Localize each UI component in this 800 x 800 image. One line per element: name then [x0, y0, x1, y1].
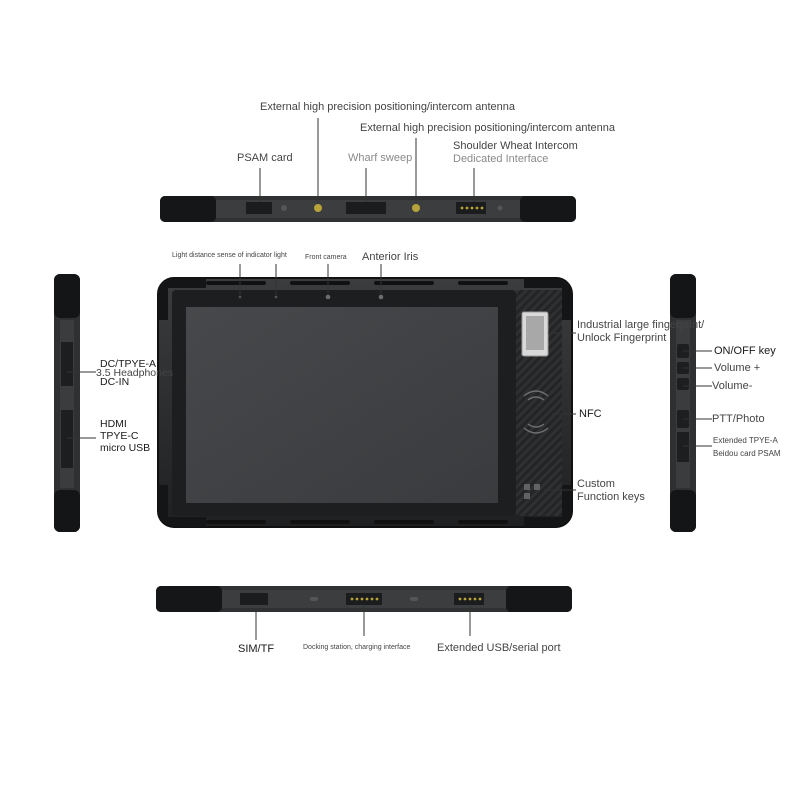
iris-camera-lens: [378, 294, 384, 300]
label-wharf-sweep: Wharf sweep: [348, 152, 413, 164]
label-ext-antenna-2: External high precision positioning/inte…: [360, 122, 615, 134]
docking-pins: [346, 593, 382, 605]
indicator-light: [274, 295, 278, 299]
left-edge-view: [54, 274, 80, 532]
hdmi-typec-microusb-ports: [61, 410, 73, 468]
volume-down-key: [677, 378, 689, 390]
label-shoulder-intercom-line1: Shoulder Wheat Intercom: [453, 140, 578, 152]
label-dc-power: DC-IN: [100, 376, 130, 388]
label-hdmi-group: HDMI TPYE-C micro USB: [100, 418, 150, 454]
right-edge-view: [670, 274, 696, 532]
sim-tf-slot: [240, 593, 268, 605]
label-shoulder-intercom-line2: Dedicated Interface: [453, 152, 549, 165]
label-extended-typea: Extended TPYE-A: [713, 436, 778, 445]
antenna-port-1: [314, 204, 322, 212]
label-fingerprint-line2: Unlock Fingerprint: [577, 331, 667, 344]
light-sensor: [238, 295, 242, 299]
label-fingerprint: Industrial large fingerprint/ Unlock Fin…: [577, 319, 704, 344]
nfc-symbol: [523, 390, 549, 434]
label-shoulder-intercom: Shoulder Wheat Intercom Dedicated Interf…: [453, 140, 578, 165]
label-sim-tf: SIM/TF: [238, 643, 275, 655]
label-front-camera: Front camera: [305, 254, 347, 261]
front-camera-lens: [325, 294, 331, 300]
label-psam-card: PSAM card: [237, 152, 293, 164]
dc-typea-headphone-ports: [61, 342, 73, 386]
label-hdmi: HDMI: [100, 418, 127, 430]
label-custom-keys: Custom Function keys: [577, 478, 645, 503]
extended-port-slot: [677, 432, 689, 462]
label-on-off: ON/OFF key: [714, 345, 776, 357]
label-nfc: NFC: [579, 408, 602, 420]
antenna-port-2: [412, 204, 420, 212]
label-anterior-iris: Anterior Iris: [362, 251, 419, 263]
label-beidou-psam: Beidou card PSAM: [713, 449, 781, 458]
label-headphones: 3.5 Headphones: [96, 367, 174, 379]
label-volume-plus: Volume +: [714, 362, 761, 374]
label-fingerprint-line1: Industrial large fingerprint/: [577, 319, 705, 331]
custom-function-keys: [524, 484, 540, 499]
bottom-edge-view: [156, 586, 572, 612]
label-micro-usb: micro USB: [100, 442, 151, 455]
front-view: [157, 277, 573, 528]
wharf-sweep-window: [346, 202, 386, 214]
top-edge-view: [160, 196, 576, 222]
psam-card-slot: [246, 202, 272, 214]
label-volume-minus: Volume-: [712, 380, 753, 392]
label-custom-keys-line2: Function keys: [577, 490, 645, 503]
label-docking: Docking station, charging interface: [303, 644, 411, 651]
label-light-distance-sense: Light distance sense of indicator light: [172, 252, 287, 259]
display-screen: [186, 307, 498, 503]
label-ptt-photo: PTT/Photo: [712, 413, 765, 425]
label-dc-typea: DC/TPYE-A: [100, 358, 157, 370]
label-typec: TPYE-C: [100, 430, 139, 443]
leader-lines: [67, 118, 712, 640]
label-extended-usb: Extended USB/serial port: [437, 642, 561, 654]
label-ext-antenna-1: External high precision positioning/inte…: [260, 101, 515, 113]
label-custom-keys-line1: Custom: [577, 478, 615, 490]
